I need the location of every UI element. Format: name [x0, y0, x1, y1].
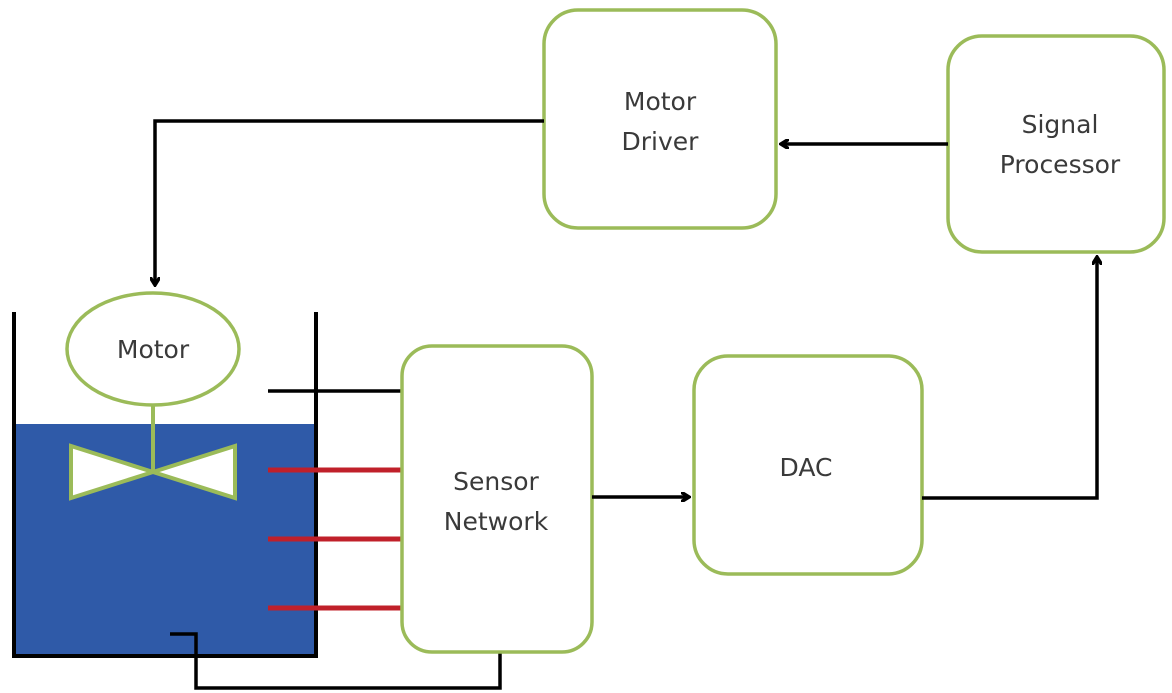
sensor-network-label-line1: Sensor: [453, 467, 539, 496]
motor-block: Motor: [65, 291, 241, 407]
sensor-network-label-line2: Network: [444, 507, 549, 536]
motor-driver-label-line1: Motor: [624, 87, 697, 116]
dac-block: DAC: [692, 354, 924, 576]
sensor-probes: [268, 467, 402, 611]
ground-wire: [170, 632, 502, 690]
tank-icon: [12, 312, 318, 658]
sensor-network-block: Sensor Network: [400, 344, 594, 654]
dac-label: DAC: [780, 453, 833, 482]
arrow-dac-to-processor: [922, 258, 1097, 500]
motor-label: Motor: [117, 335, 190, 364]
tank-water: [14, 424, 316, 654]
signal-processor-label-line2: Processor: [1000, 150, 1121, 179]
motor-driver-label-line2: Driver: [622, 127, 700, 156]
signal-processor-label-line1: Signal: [1022, 110, 1099, 139]
arrow-driver-to-motor: [155, 119, 544, 284]
motor-driver-block: Motor Driver: [542, 8, 778, 230]
signal-processor-block: Signal Processor: [946, 34, 1166, 254]
butterfly-valve-icon: [69, 405, 237, 501]
